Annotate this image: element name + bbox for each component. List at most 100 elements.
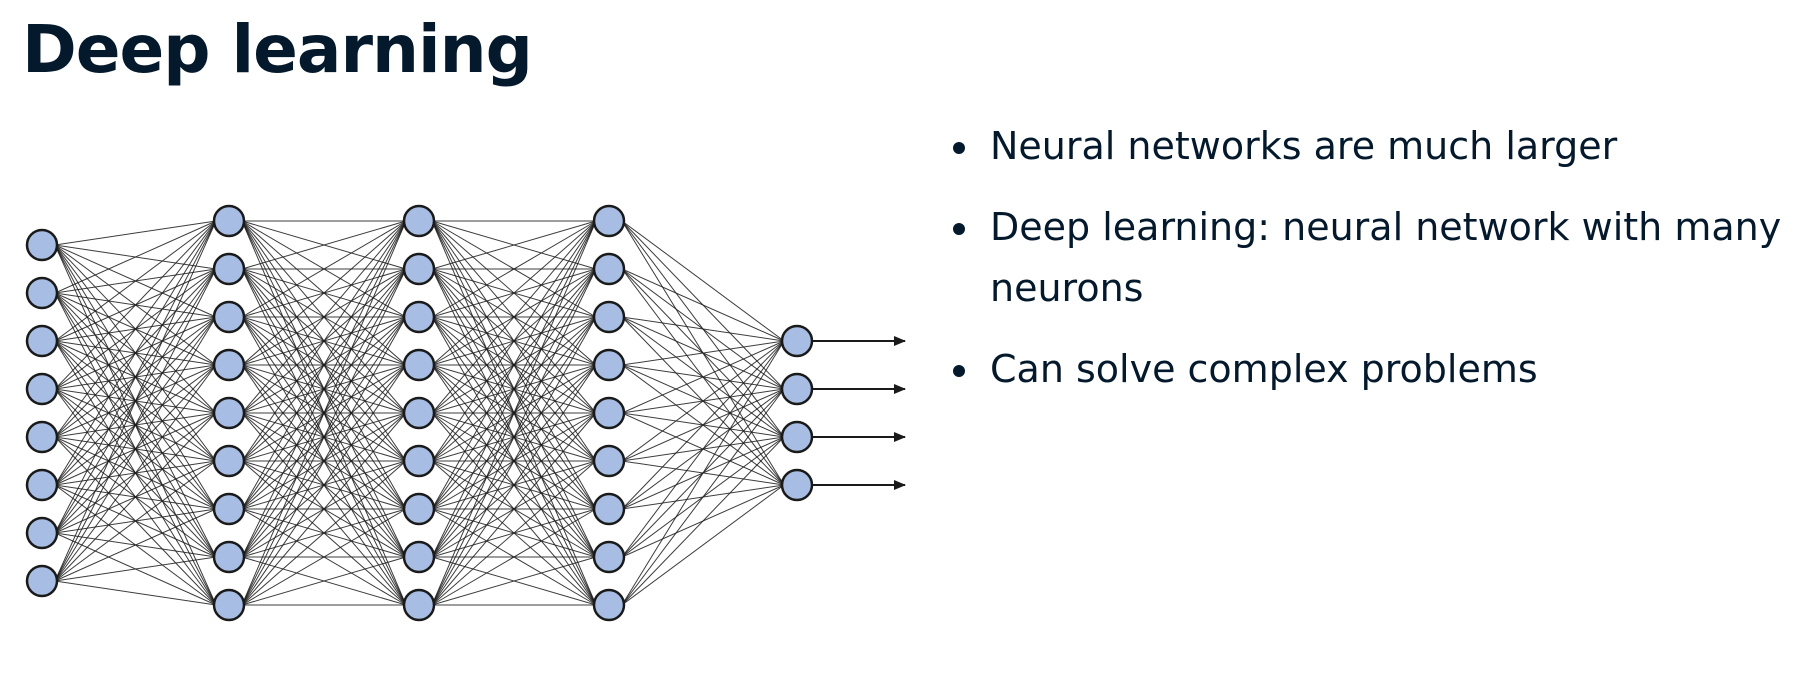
connection-line [621,388,785,606]
input-neuron [25,324,59,358]
connection-line [241,412,407,606]
input-neuron [25,228,59,262]
connection-line [241,316,407,606]
hidden-neuron [402,540,436,574]
connection-line [241,220,407,462]
connection-line [431,220,597,558]
connection-line [54,220,217,390]
hidden-neuron [592,204,626,238]
hidden-neuron [592,396,626,430]
input-neuron [25,372,59,406]
connection-line [621,340,785,414]
connection-line [431,364,597,606]
hidden-neuron [402,300,436,334]
hidden-neuron [212,252,246,286]
connection-line [621,340,785,462]
neural-network-diagram [0,190,920,650]
input-neuron [25,420,59,454]
hidden-neuron [212,492,246,526]
connection-line [621,340,785,510]
connection-line [431,220,597,462]
connection-line [431,556,597,606]
input-neuron [25,516,59,550]
hidden-neuron [402,396,436,430]
connection-line [241,268,407,606]
connection-line [431,220,597,270]
hidden-neuron [402,204,436,238]
input-neuron [25,276,59,310]
connection-line [431,460,597,606]
connection-line [241,460,407,606]
connection-line [621,436,785,606]
connection-line [621,340,785,558]
connection-line [54,460,217,582]
hidden-neuron [592,540,626,574]
hidden-neuron [592,348,626,382]
output-neuron [780,324,814,358]
connection-line [621,484,785,606]
bullet-list: Neural networks are much larger Deep lea… [953,116,1790,420]
connection-line [241,508,407,606]
hidden-neuron [212,300,246,334]
connection-line [241,220,407,366]
connection-line [431,316,597,606]
hidden-neuron [402,348,436,382]
connection-line [54,556,217,582]
connection-line [54,220,217,438]
connection-line [241,364,407,606]
connection-line [54,220,217,486]
connection-line [241,220,407,510]
hidden-neuron [212,540,246,574]
connection-line [54,508,217,582]
connection-line [54,364,217,582]
hidden-neuron [592,300,626,334]
connection-line [621,340,785,366]
connection-line [431,508,597,606]
hidden-neuron [402,252,436,286]
hidden-neuron [212,444,246,478]
bullet-item: Neural networks are much larger [953,116,1790,177]
slide-title: Deep learning [22,11,533,88]
connection-line [621,340,785,606]
connection-line [54,220,217,342]
connection-line [54,316,217,582]
bullet-dot-icon [953,223,965,235]
connection-line [241,220,407,270]
hidden-neuron [212,396,246,430]
connection-line [621,268,785,342]
input-neuron [25,564,59,598]
bullet-item: Can solve complex problems [953,339,1790,400]
hidden-neuron [592,252,626,286]
connection-line [241,556,407,606]
neural-network-svg [25,204,906,622]
hidden-neuron [402,588,436,622]
output-arrows [812,336,906,490]
output-neuron [780,468,814,502]
hidden-neuron [402,444,436,478]
bullet-dot-icon [953,365,965,377]
connection-line [54,220,217,294]
input-neuron [25,468,59,502]
connection-line [241,220,407,558]
bullet-item: Deep learning: neural network with many … [953,197,1790,319]
hidden-neuron [212,348,246,382]
connection-line [621,316,785,342]
connection-line [241,220,407,414]
hidden-neuron [212,588,246,622]
neuron-nodes [25,204,814,622]
connection-line [54,268,217,582]
connection-line [431,220,597,510]
bullet-text: Can solve complex problems [990,347,1538,391]
connection-line [54,220,217,246]
hidden-neuron [592,588,626,622]
connection-line [54,580,217,606]
hidden-neuron [402,492,436,526]
connection-line [431,268,597,606]
connection-line [431,220,597,318]
connection-line [431,220,597,366]
connection-line [54,412,217,582]
connection-line [54,220,217,582]
hidden-neuron [212,204,246,238]
connection-line [54,220,217,534]
hidden-neuron [592,492,626,526]
